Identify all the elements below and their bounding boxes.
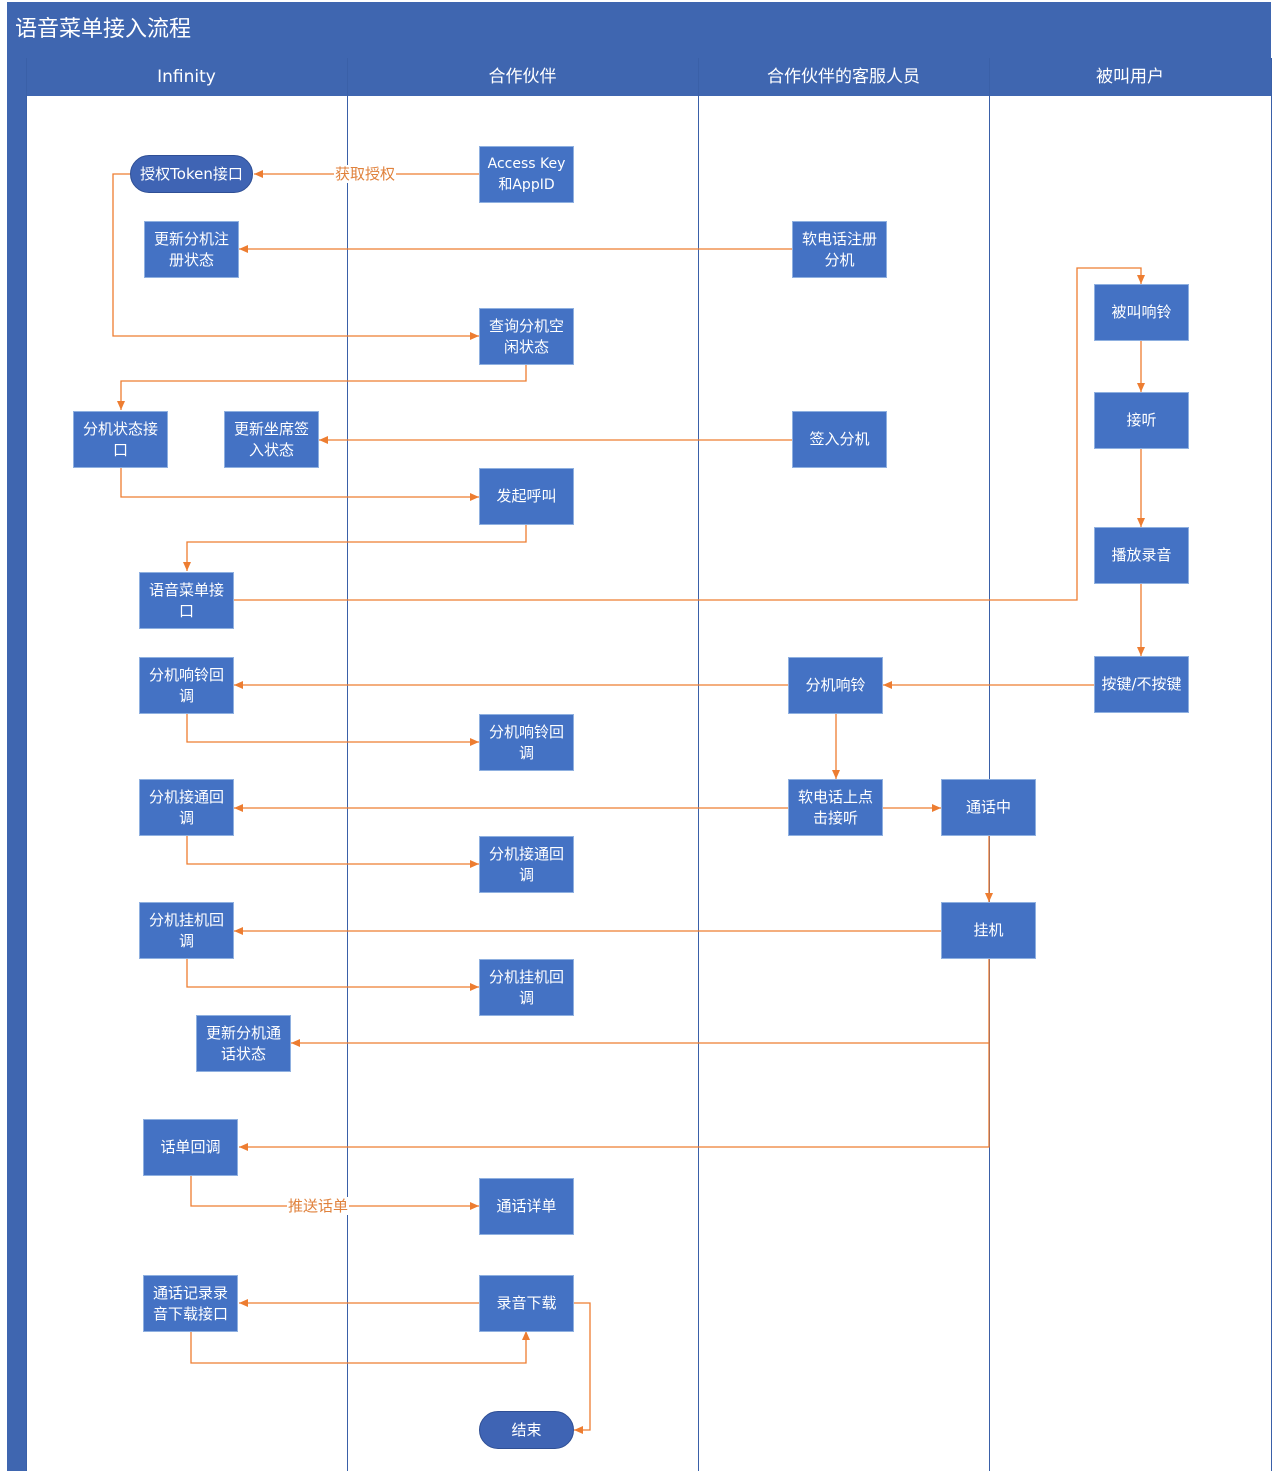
node-connect-callback-partner[interactable]: 分机接通回调 [479,836,574,893]
lane-header-infinity: Infinity [26,58,347,96]
left-strip [7,58,26,1471]
node-softphone-register[interactable]: 软电话注册分机 [792,221,887,278]
edge-recapi-to-download [190,1331,530,1364]
node-ext-ringing[interactable]: 分机响铃 [788,657,883,714]
lane-header-service: 合作伙伴的客服人员 [698,58,989,96]
node-ivr-api[interactable]: 语音菜单接口 [139,572,234,629]
lane-header-callee: 被叫用户 [989,58,1271,96]
edge-auth-to-query [112,173,479,340]
node-update-reg-status[interactable]: 更新分机注册状态 [144,221,239,278]
lane-header-partner: 合作伙伴 [347,58,698,96]
node-end[interactable]: 结束 [479,1411,574,1449]
node-cdr-callback[interactable]: 话单回调 [143,1119,238,1176]
node-in-call[interactable]: 通话中 [941,779,1036,836]
node-callee-ringing[interactable]: 被叫响铃 [1094,284,1189,341]
node-hangup-callback-partner[interactable]: 分机挂机回调 [479,959,574,1016]
node-click-answer-softphone[interactable]: 软电话上点击接听 [788,779,883,836]
node-recording-download-api[interactable]: 通话记录录音下载接口 [143,1275,238,1332]
node-ring-callback-partner[interactable]: 分机响铃回调 [479,714,574,771]
edge-label-push-cdr: 推送话单 [287,1197,350,1215]
lane-divider [26,58,27,1471]
edge-ivr-to-ring [234,267,1145,601]
lane-divider [698,58,699,1471]
node-ring-callback-infinity[interactable]: 分机响铃回调 [139,657,234,714]
node-connect-callback-infinity[interactable]: 分机接通回调 [139,779,234,836]
node-update-signin-status[interactable]: 更新坐席签入状态 [224,411,319,468]
node-start-call[interactable]: 发起呼叫 [479,468,574,525]
edge-hangup-to-updatecall [291,959,990,1047]
lane-divider [1271,58,1272,1471]
edge-hanginf-to-hangpar [186,959,479,991]
node-auth-token-api[interactable]: 授权Token接口 [130,155,253,193]
edge-query-to-status [117,365,527,410]
edge-download-to-end [573,1302,591,1434]
node-hangup[interactable]: 挂机 [941,902,1036,959]
node-play-recording[interactable]: 播放录音 [1094,527,1189,584]
node-sign-in-ext[interactable]: 签入分机 [792,411,887,468]
lane-divider [989,58,990,1471]
diagram-title: 语音菜单接入流程 [7,2,1271,58]
node-update-call-status[interactable]: 更新分机通话状态 [196,1015,291,1072]
node-ext-status-api[interactable]: 分机状态接口 [73,411,168,468]
node-recording-download[interactable]: 录音下载 [479,1275,574,1332]
edge-status-to-call [120,468,479,501]
edge-cdr-to-detail [190,1176,479,1210]
edge-conninf-to-connpar [186,836,479,868]
edge-hangup-to-cdr [239,1043,990,1151]
node-query-ext-idle[interactable]: 查询分机空闲状态 [479,308,574,365]
node-access-key-appid[interactable]: Access Key和AppID [479,146,574,203]
node-keypress[interactable]: 按键/不按键 [1094,656,1189,713]
edge-cbinf-to-cbpar [186,713,479,746]
node-hangup-callback-infinity[interactable]: 分机挂机回调 [139,902,234,959]
edge-label-get-auth: 获取授权 [334,165,397,183]
node-call-detail[interactable]: 通话详单 [479,1178,574,1235]
lane-divider [347,58,348,1471]
node-answer[interactable]: 接听 [1094,392,1189,449]
edge-call-to-ivr [183,525,527,571]
